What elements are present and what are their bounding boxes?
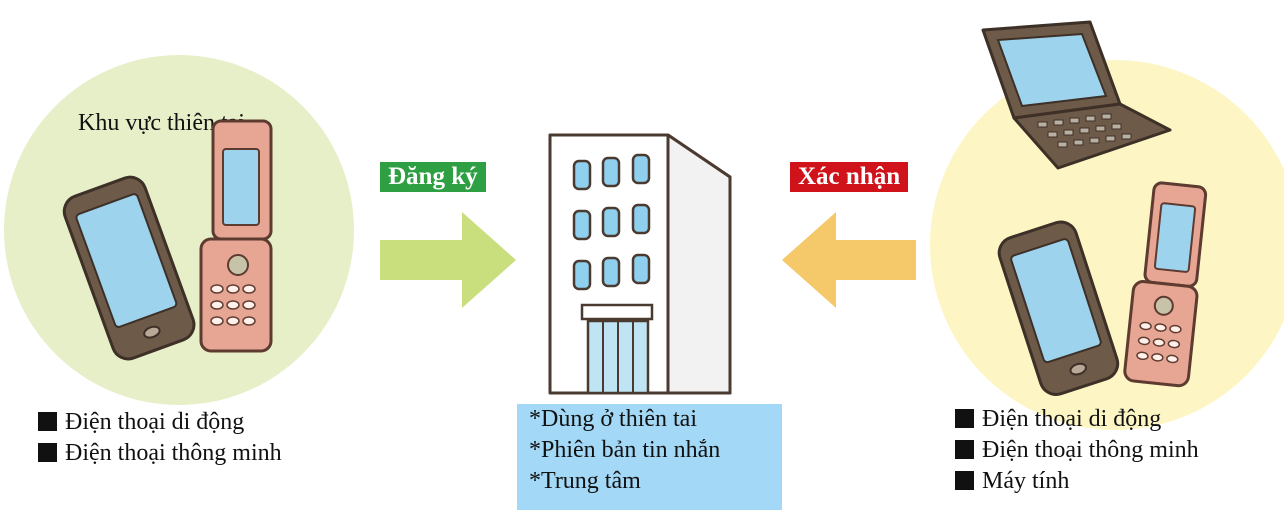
list-item: Điện thoại thông minh	[38, 438, 282, 469]
bullet-square-icon	[955, 440, 974, 459]
confirm-label: Xác nhận	[790, 162, 909, 192]
bullet-square-icon	[955, 409, 974, 428]
left-smartphone-icon	[62, 175, 196, 361]
left-arrow-icon	[782, 212, 916, 308]
right-smartphone-icon	[997, 220, 1120, 396]
list-item: *Dùng ở thiên tai	[529, 406, 697, 432]
right-arrow-icon	[380, 212, 516, 308]
right-flip-phone-icon	[1123, 181, 1208, 388]
list-item: Điện thoại di động	[38, 407, 282, 438]
bullet-square-icon	[955, 471, 974, 490]
list-item: Điện thoại thông minh	[955, 435, 1199, 466]
external-device-list: Điện thoại di động Điện thoại thông minh…	[955, 404, 1199, 497]
list-item: *Phiên bản tin nhắn	[529, 437, 721, 463]
disaster-device-list: Điện thoại di động Điện thoại thông minh	[38, 407, 282, 469]
building-icon	[548, 133, 732, 395]
disaster-area-circle	[4, 55, 354, 405]
service-info-box: *Dùng ở thiên tai *Phiên bản tin nhắn *T…	[517, 404, 782, 510]
bullet-square-icon	[38, 443, 57, 462]
left-flip-phone-icon	[199, 119, 273, 353]
bullet-square-icon	[38, 412, 57, 431]
laptop-icon	[981, 20, 1172, 170]
list-item: Máy tính	[955, 466, 1199, 497]
register-label: Đăng ký	[380, 162, 486, 192]
list-item: Điện thoại di động	[955, 404, 1199, 435]
list-item: *Trung tâm	[529, 468, 641, 494]
